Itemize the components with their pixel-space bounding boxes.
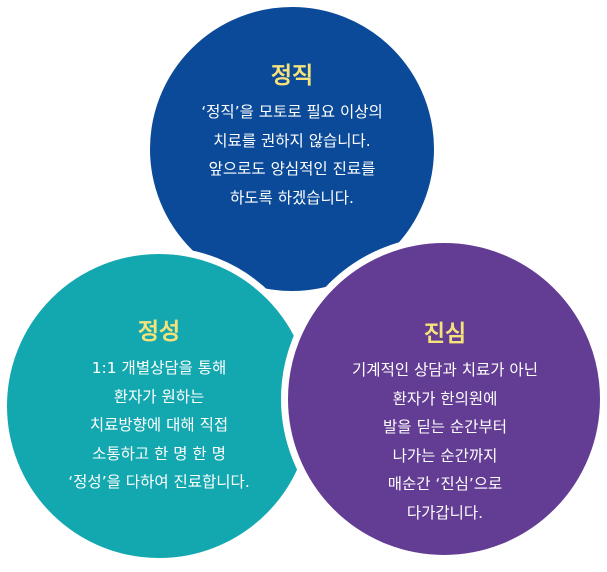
truth-circle (281, 236, 607, 562)
honesty-line: ‘정직’을 모토로 필요 이상의 (201, 103, 383, 121)
truth-line: 매순간 ‘진심’으로 (387, 475, 503, 493)
sincerity-line: 치료방향에 대해 직접 (89, 416, 229, 434)
honesty-line: 하도록 하겠습니다. (230, 188, 354, 207)
truth-title: 진심 (423, 321, 467, 347)
sincerity-circle (0, 247, 318, 565)
honesty-block: 정직 ‘정직’을 모토로 필요 이상의 치료를 권하지 않습니다. 앞으로도 양… (152, 62, 432, 212)
truth-block: 진심 기계적인 상담과 치료가 아닌 환자가 한의원에 발을 딛는 순간부터 나… (295, 320, 595, 527)
sincerity-line: 환자가 원하는 (113, 387, 205, 406)
truth-line: 발을 딛는 순간부터 (383, 418, 507, 436)
truth-line: 기계적인 상담과 치료가 아닌 (352, 361, 538, 379)
sincerity-line: 1:1 개별상담을 통해 (91, 359, 227, 377)
honesty-line: 치료를 권하지 않습니다. (213, 131, 371, 150)
sincerity-line: 소통하고 한 명 한 명 (92, 444, 226, 463)
truth-line: 나가는 순간까지 (392, 446, 498, 465)
truth-line: 다가갑니다. (406, 503, 484, 522)
sincerity-title: 정성 (137, 319, 181, 345)
sincerity-block: 정성 1:1 개별상담을 통해 환자가 원하는 치료방향에 대해 직접 소통하고… (4, 318, 314, 497)
honesty-line: 앞으로도 양심적인 진료를 (208, 160, 376, 178)
sincerity-line: ‘정성’을 다하여 진료합니다. (68, 473, 250, 491)
honesty-circle (143, 0, 441, 298)
truth-line: 환자가 한의원에 (392, 389, 498, 408)
honesty-title: 정직 (270, 63, 314, 89)
